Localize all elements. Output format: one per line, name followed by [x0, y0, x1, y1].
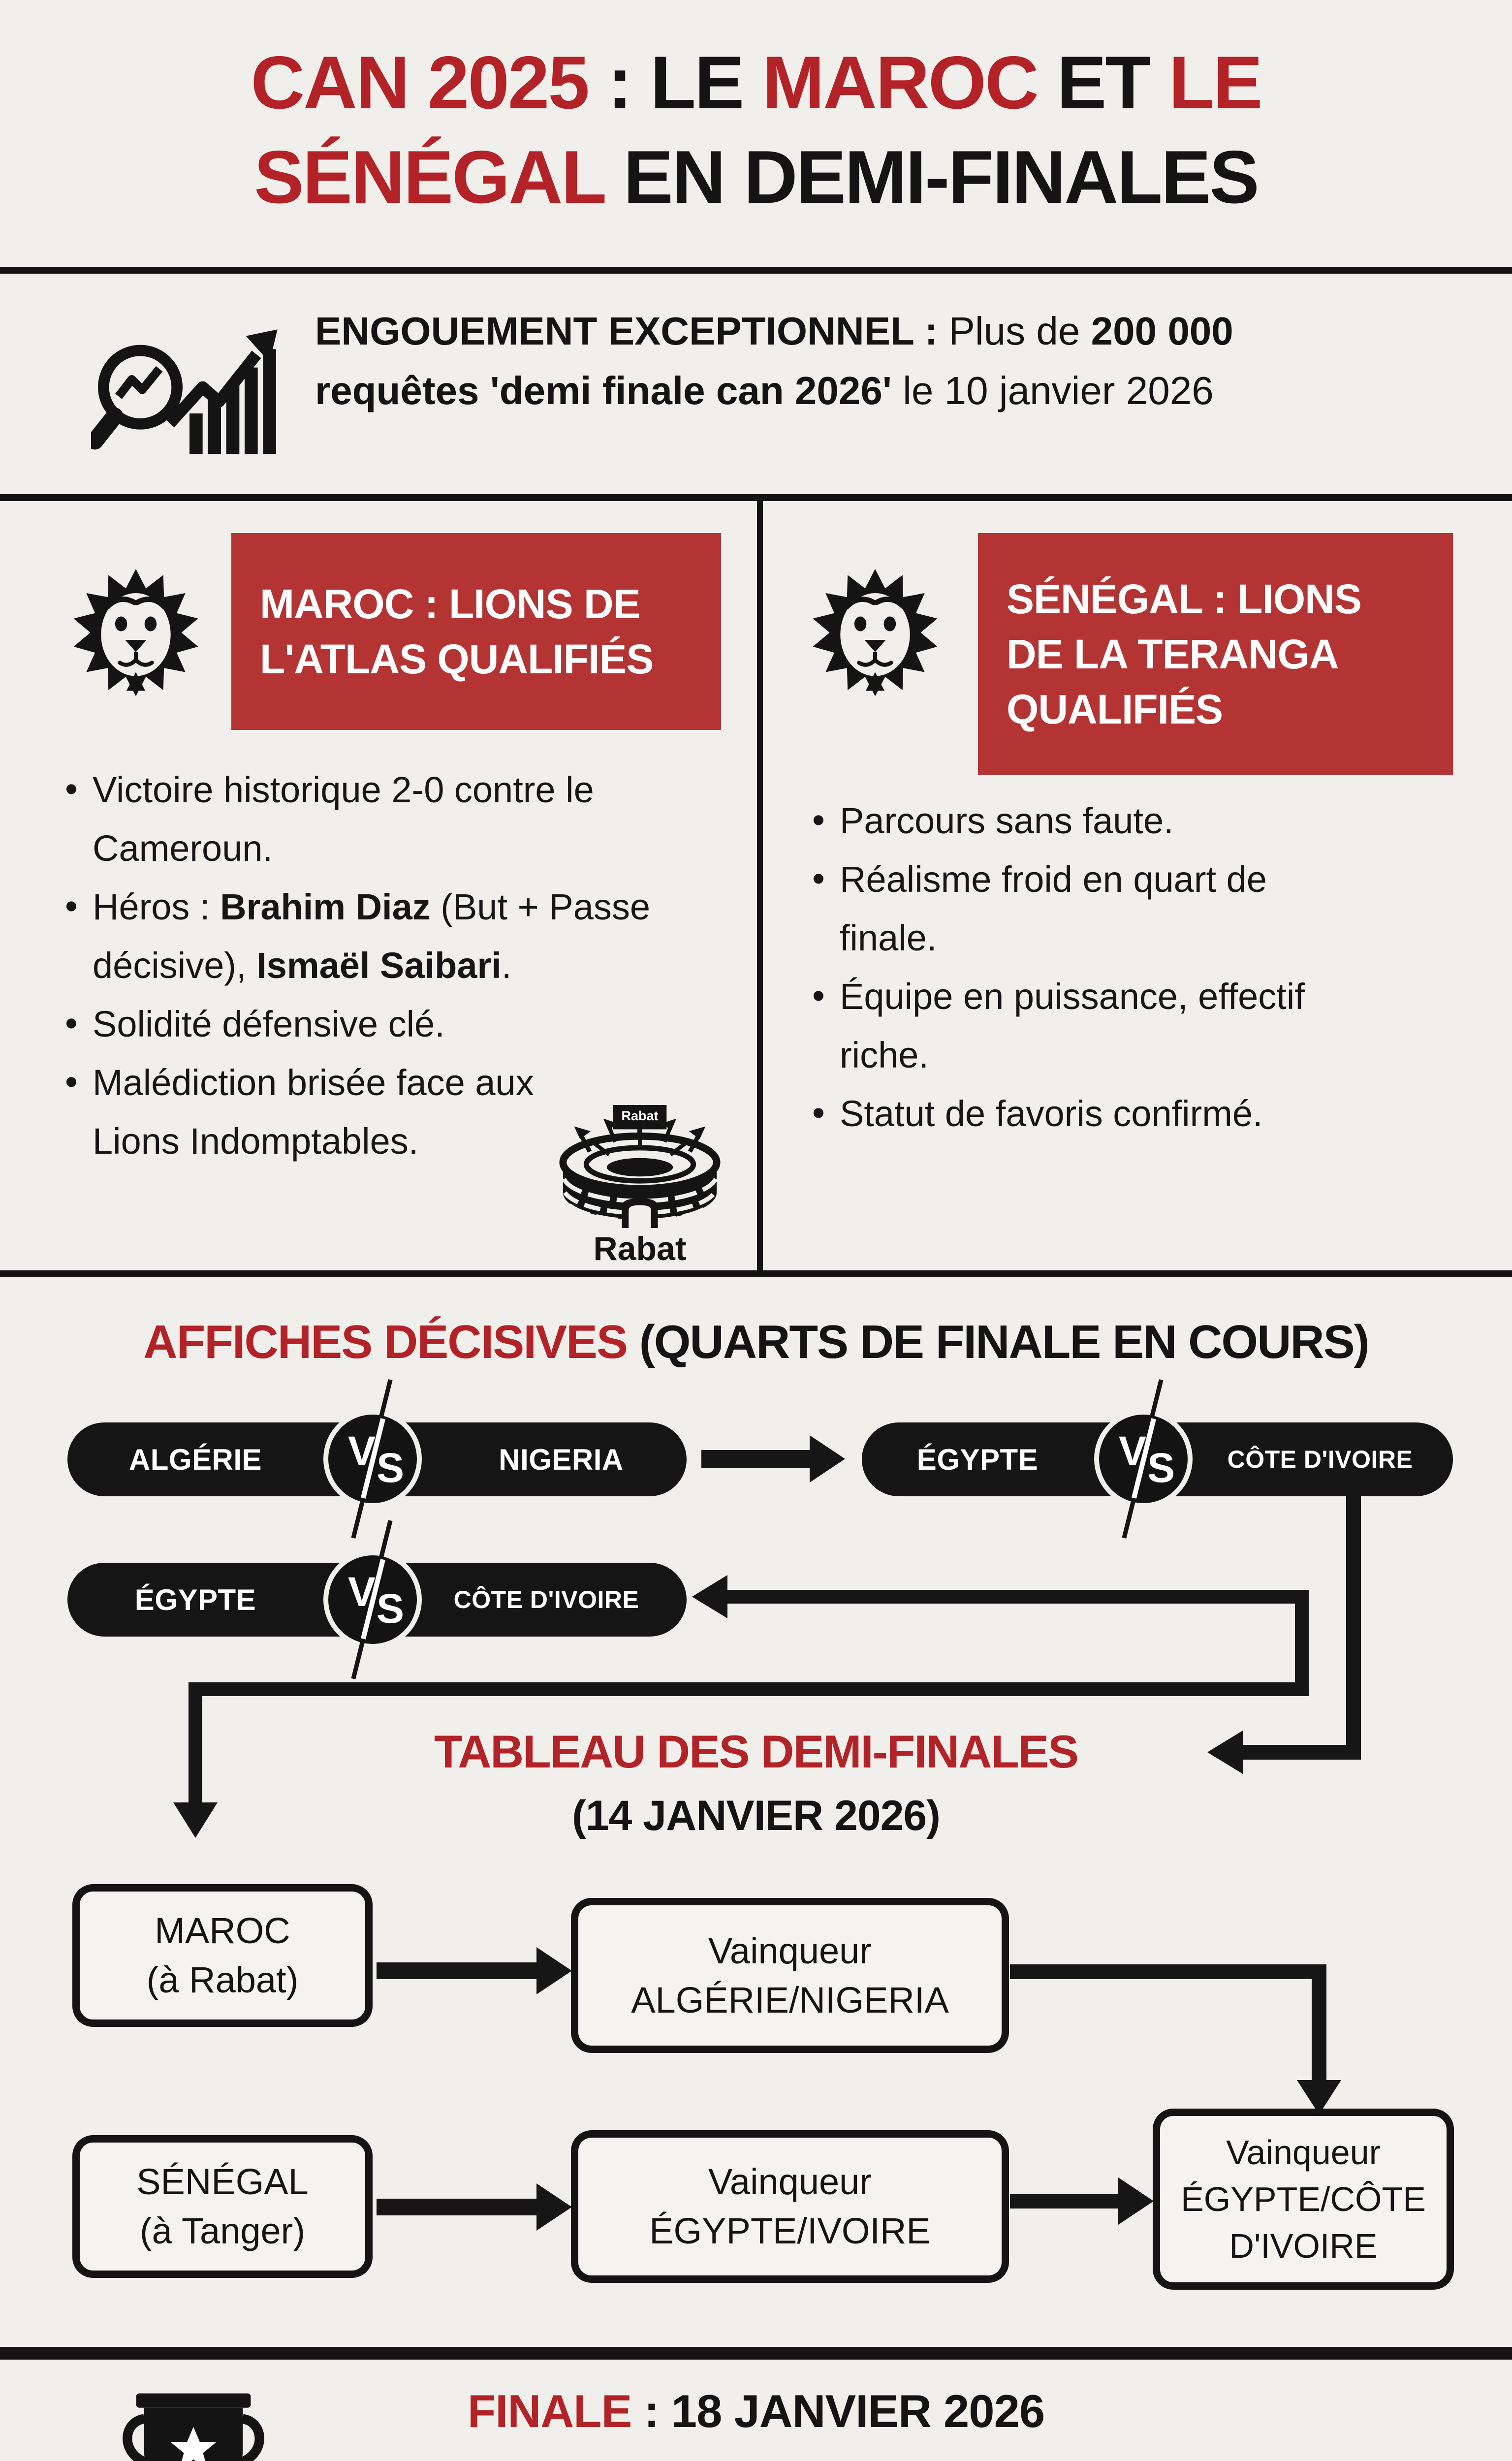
finale-title-black: : 18 JANVIER 2026: [631, 2385, 1045, 2437]
section-divider: [0, 1270, 1512, 1277]
bracket-box-maroc: MAROC (à Rabat): [72, 1884, 373, 2027]
bullet-item: Solidité défensive clé.: [65, 994, 724, 1053]
vs-slash-icon: [351, 1640, 365, 1679]
lion-icon: [69, 545, 203, 726]
affiches-title-black: (QUARTS DE FINALE EN COURS): [627, 1316, 1370, 1368]
team-label: ÉGYPTE: [916, 1443, 1039, 1476]
stadium-caption: Rabat: [593, 1230, 687, 1267]
bracket-box-winner-algerie-nigeria: Vainqueur ALGÉRIE/NIGERIA: [571, 1898, 1009, 2053]
trophy-icon: [123, 2393, 264, 2461]
bullet-item: Malédiction brisée face aux Lions Indomp…: [65, 1052, 724, 1170]
bracket-box-winner-egypte-ivoire: Vainqueur ÉGYPTE/IVOIRE: [571, 2130, 1009, 2283]
stadium-sign: Rabat: [621, 1108, 659, 1123]
search-trend-icon: [91, 329, 278, 454]
team-label: NIGERIA: [499, 1443, 624, 1476]
finale-body: Le sacre continental se jouera entre les…: [336, 2459, 1418, 2461]
vs-slash-icon: [378, 1520, 393, 1559]
vs-badge: V S: [323, 1379, 422, 1539]
bullet-item: Parcours sans faute.: [812, 790, 1486, 850]
vs-slash-icon: [1122, 1499, 1136, 1539]
page-title-line2: SÉNÉGAL EN DEMI-FINALES: [254, 135, 1260, 219]
bullet-item: Statut de favoris confirmé.: [812, 1083, 1486, 1143]
vs-label: V: [348, 1569, 376, 1615]
tableau-subtitle: (14 JANVIER 2026): [572, 1792, 941, 1839]
lion-icon: [808, 545, 942, 726]
maroc-bullets: Victoire historique 2-0 contre le Camero…: [65, 759, 724, 1170]
bullet-item: Victoire historique 2-0 contre le Camero…: [65, 759, 724, 878]
section-divider: [0, 267, 1512, 274]
bracket-box-senegal: SÉNÉGAL (à Tanger): [72, 2135, 373, 2278]
section-divider: [0, 494, 1512, 501]
vs-badge: V S: [1094, 1379, 1193, 1539]
page-title: CAN 2025 : LE MAROC ET LE SÉNÉGAL EN DEM…: [0, 35, 1512, 224]
finale-title-red: FINALE: [467, 2385, 632, 2437]
engagement-line2: requêtes 'demi finale can 2026' le 10 ja…: [315, 369, 1214, 412]
vs-label: S: [1147, 1445, 1175, 1491]
vs-label: V: [1119, 1428, 1147, 1474]
column-divider: [757, 495, 763, 1270]
engagement-text: ENGOUEMENT EXCEPTIONNEL : Plus de 200 00…: [315, 301, 1486, 420]
affiches-title-red: AFFICHES DÉCISIVES: [143, 1316, 628, 1368]
bullet-item: Équipe en puissance, effectif riche.: [812, 966, 1486, 1084]
finale-title: FINALE : 18 JANVIER 2026: [0, 2385, 1512, 2438]
vs-slash-icon: [378, 1379, 393, 1419]
bullet-item: Héros : Brahim Diaz (But + Passe décisiv…: [65, 877, 724, 995]
vs-slash-icon: [1149, 1379, 1164, 1419]
vs-label: S: [377, 1445, 405, 1491]
section-divider: [0, 2347, 1512, 2360]
engagement-line1: ENGOUEMENT EXCEPTIONNEL : Plus de 200 00…: [315, 309, 1233, 353]
senegal-bullets: Parcours sans faute.Réalisme froid en qu…: [812, 790, 1486, 1143]
tableau-title: TABLEAU DES DEMI-FINALES: [434, 1726, 1079, 1777]
bracket-box-winner-final: Vainqueur ÉGYPTE/CÔTE D'IVOIRE: [1153, 2109, 1454, 2290]
affiches-title: AFFICHES DÉCISIVES (QUARTS DE FINALE EN …: [0, 1315, 1512, 1369]
page-title-line1: CAN 2025 : LE MAROC ET LE: [251, 41, 1262, 125]
vs-label: V: [348, 1428, 376, 1474]
vs-badge: V S: [323, 1520, 422, 1679]
team-header-maroc: MAROC : LIONS DE L'ATLAS QUALIFIÉS: [231, 533, 721, 730]
team-label: ALGÉRIE: [128, 1443, 262, 1476]
vs-label: S: [377, 1585, 405, 1632]
stadium-icon: [559, 1105, 721, 1228]
team-header-senegal: SÉNÉGAL : LIONS DE LA TERANGA QUALIFIÉS: [978, 533, 1453, 775]
bullet-item: Réalisme froid en quart de finale.: [812, 849, 1486, 967]
team-label: CÔTE D'IVOIRE: [1227, 1446, 1413, 1473]
team-label: CÔTE D'IVOIRE: [453, 1586, 639, 1613]
vs-slash-icon: [351, 1499, 365, 1539]
team-label: ÉGYPTE: [134, 1583, 256, 1616]
